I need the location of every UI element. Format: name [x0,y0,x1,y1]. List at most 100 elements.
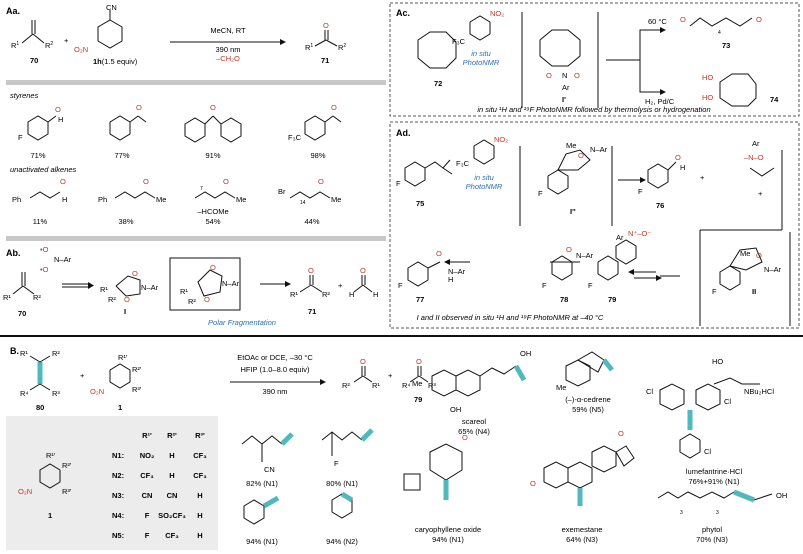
svg-text:98%: 98% [310,151,325,160]
svg-text:H: H [62,195,67,204]
product-77: 77 [416,295,424,304]
separator-aa [6,80,386,85]
svg-text:Me: Me [556,383,566,392]
svg-text:Me: Me [412,379,422,388]
svg-text:O: O [360,266,366,275]
panel-b-label: B. [10,346,19,356]
svg-text:O: O [60,177,66,186]
svg-text:Me: Me [236,195,246,204]
svg-text:N–Ar: N–Ar [764,265,782,274]
svg-text:F₃C: F₃C [288,133,302,142]
panel-ad-label: Ad. [396,128,411,138]
compound-70-ab: 70 [18,309,26,318]
svg-text:NO₂: NO₂ [494,135,508,144]
svg-text:O: O [136,103,142,112]
substituent-table: R¹' R²' R³' N1: NO₂ H CF₃ N2: CF₃ H CF₃ … [112,431,207,540]
svg-text:F: F [588,281,593,290]
product-71: 71 [321,56,329,65]
svg-text:71%: 71% [30,151,45,160]
svg-text:CN: CN [264,465,275,474]
svg-text:H: H [169,471,174,480]
svg-text:O: O [462,433,468,442]
svg-text:R³: R³ [52,389,60,398]
svg-text:O: O [308,266,314,275]
styrene-yields: 71% 77% 91% 98% [30,151,325,160]
svg-text:O: O [436,249,442,258]
svg-text:R¹': R¹' [142,431,152,440]
svg-text:94% (N1): 94% (N1) [432,535,464,544]
svg-text:F: F [396,179,401,188]
svg-text:H: H [197,511,202,520]
svg-text:Ar: Ar [616,233,624,242]
unactivated-yields: 11% 38% 54% 44% [33,217,320,226]
panel-ac-box [389,2,800,117]
svg-text:N–Ar: N–Ar [54,255,72,264]
svg-text:80% (N1): 80% (N1) [326,479,358,488]
svg-text:O: O [210,103,216,112]
svg-text:N–Ar: N–Ar [448,267,466,276]
svg-text:CN: CN [106,3,117,12]
compound-80: 80 [36,403,44,412]
svg-text:44%: 44% [304,217,319,226]
svg-text:O: O [55,105,61,114]
ac-insitu-1: in situ [471,49,491,58]
nitroarene-table-box [6,416,218,550]
svg-text:N4:: N4: [112,511,124,520]
svg-text:R²': R²' [167,431,177,440]
svg-text:R¹: R¹ [290,290,298,299]
svg-text:H: H [373,290,378,299]
svg-text:R²': R²' [62,461,72,470]
svg-text:HO: HO [702,73,713,82]
svg-text:R³': R³' [62,487,72,496]
svg-text:O: O [204,295,210,304]
svg-text:N–Ar: N–Ar [576,251,594,260]
svg-text:F: F [334,459,339,468]
intermediate-I: I [124,307,126,316]
svg-text:CF₃: CF₃ [140,471,154,480]
cond-b-3: 390 nm [262,387,287,396]
svg-text:NO₂: NO₂ [140,451,155,460]
svg-text:F₃C: F₃C [452,37,466,46]
svg-text:scareol: scareol [462,417,487,426]
svg-text:F: F [542,281,547,290]
natural-product-labels: scareol 65% (N4) (–)-α-cedrene 59% (N5) … [415,395,743,544]
cond-aa-3: –CH₂O [216,54,240,63]
svg-text:4: 4 [718,30,721,36]
ad-caption: I and II observed in situ ¹H and ¹⁹F Pho… [417,313,604,322]
svg-text:+: + [758,189,763,198]
svg-text:F: F [145,531,150,540]
svg-text:F: F [712,287,717,296]
table-row: N1: NO₂ H CF₃ [112,451,207,460]
svg-text:Cl: Cl [646,387,653,396]
svg-text:O: O [566,245,572,254]
svg-text:3: 3 [680,510,683,516]
svg-text:+: + [338,281,343,290]
cond-ac-top: 60 °C [648,17,667,26]
svg-text:lumefantrine·HCl: lumefantrine·HCl [686,467,743,476]
panel-ad-box [389,121,800,329]
simple-yields: 82% (N1) 80% (N1) 94% (N1) 94% (N2) [246,479,358,546]
panel-aa: Aa. R1 R2 70 + CN O₂N 1h(1.5 equiv) MeCN… [6,3,386,241]
svg-text:O: O [756,251,762,260]
svg-text:64% (N3): 64% (N3) [566,535,598,544]
svg-text:F: F [145,511,150,520]
table-row: N5: F CF₃ H [112,531,203,540]
intermediate-I-double: I'' [570,207,576,216]
svg-text:O: O [143,177,149,186]
svg-text:caryophyllene oxide: caryophyllene oxide [415,525,481,534]
svg-text:O: O [416,357,422,366]
svg-text:R²: R² [342,381,350,390]
svg-text:H: H [197,531,202,540]
svg-text:N5:: N5: [112,531,124,540]
svg-text:O₂N: O₂N [90,387,104,396]
svg-text:OH: OH [450,405,461,414]
svg-text:R²': R²' [132,365,142,374]
svg-text:N1:: N1: [112,451,124,460]
product-76: 76 [656,201,664,210]
svg-text:exemestane: exemestane [562,525,603,534]
natural-product-structures [403,351,773,506]
product-71-ab: 71 [308,307,316,316]
panel-ad: Ad. [389,121,800,329]
svg-text:(–)-α-cedrene: (–)-α-cedrene [565,395,611,404]
svg-text:R³': R³' [132,385,142,394]
